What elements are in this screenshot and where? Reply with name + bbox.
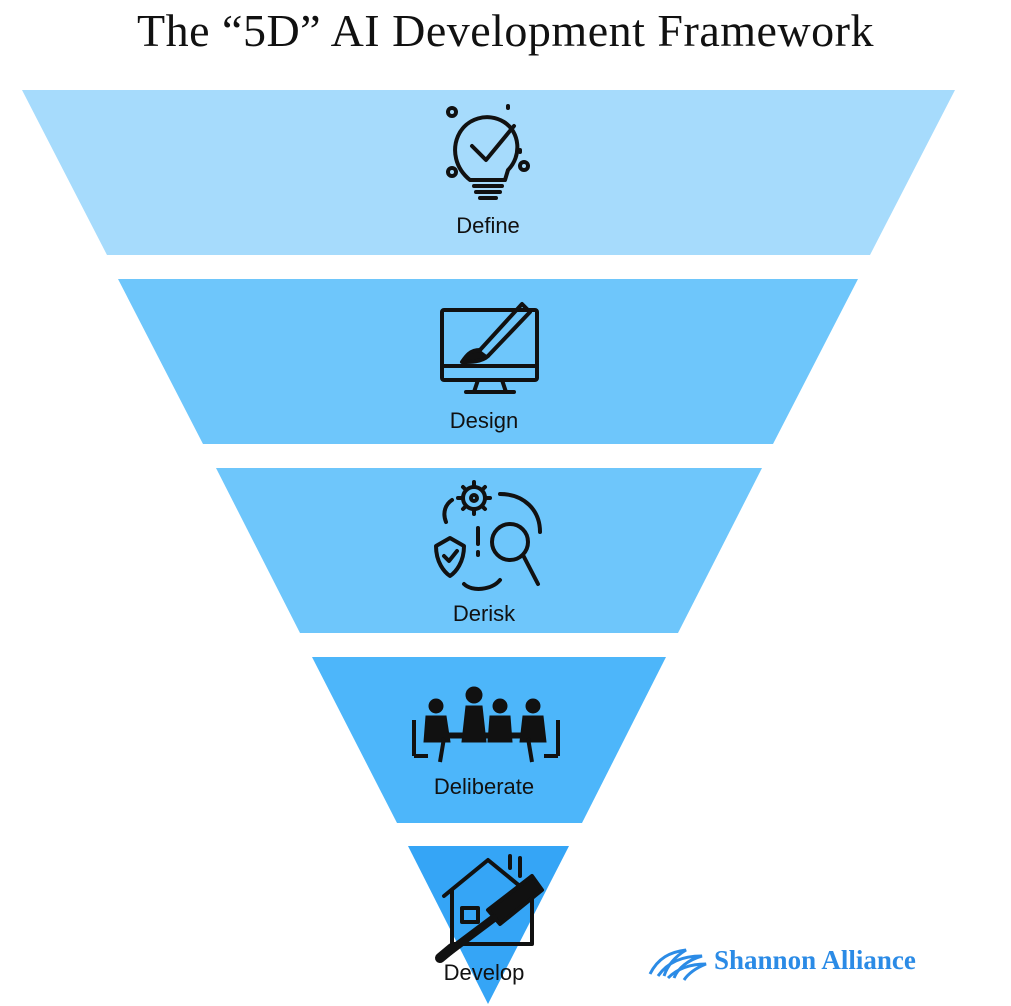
funnel-band-define	[22, 90, 955, 255]
funnel-band-design	[118, 279, 858, 444]
monitor-paintbrush-icon	[440, 302, 539, 394]
page-title: The “5D” AI Development Framework	[137, 5, 874, 56]
lightbulb-check-icon	[446, 104, 530, 200]
stage-label-develop: Develop	[444, 960, 525, 985]
funnel-band-derisk	[216, 468, 762, 633]
waves-logo-icon	[648, 948, 707, 981]
house-hammer-icon	[435, 854, 544, 963]
stage-label-design: Design	[450, 408, 518, 433]
stage-label-deliberate: Deliberate	[434, 774, 534, 799]
brand-name: Shannon Alliance	[714, 944, 916, 975]
risk-assessment-icon	[434, 480, 542, 591]
stage-label-derisk: Derisk	[453, 601, 516, 626]
stage-label-define: Define	[456, 213, 520, 238]
brand-logo: Shannon Alliance	[646, 938, 916, 982]
team-meeting-icon	[412, 686, 560, 763]
